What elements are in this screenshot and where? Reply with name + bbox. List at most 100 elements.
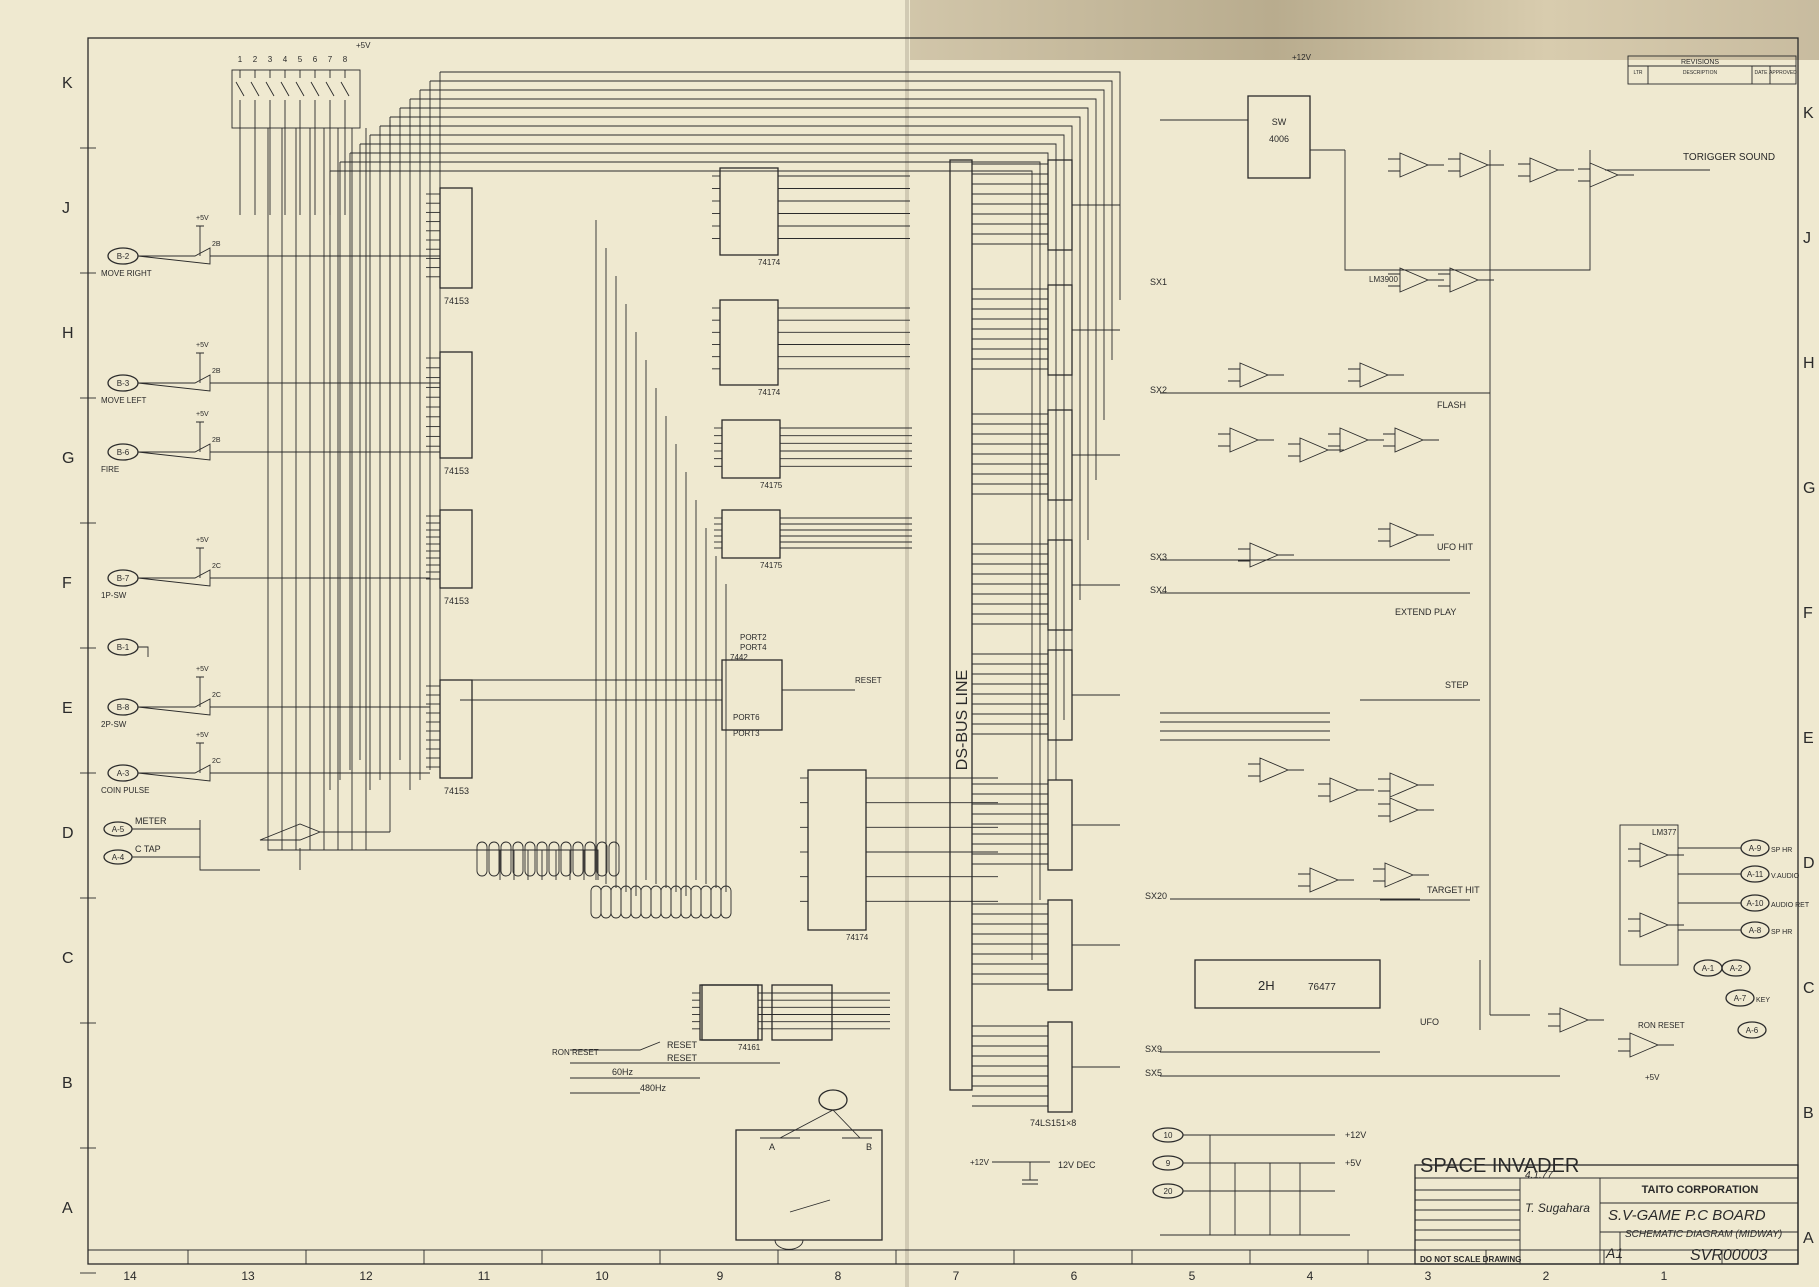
- output-connector-label: A-10: [1747, 899, 1764, 908]
- op-amp-symbol: [1618, 1032, 1674, 1058]
- supply-label: +5V: [196, 666, 209, 673]
- grid-ticks: [80, 147, 1723, 1274]
- chip-4006: 4006: [1269, 134, 1289, 144]
- op-amp-symbol: [1388, 152, 1444, 178]
- chip-74ls151: [972, 284, 1120, 376]
- ron-reset-right: RON RESET: [1638, 1021, 1685, 1030]
- output-a-9: A-9 SP HR: [1678, 839, 1792, 857]
- chip-74174: 74174: [712, 167, 910, 267]
- column-number: 8: [835, 1269, 842, 1283]
- chip-74153: 74153: [426, 187, 473, 306]
- gate-label: 2C: [212, 692, 221, 699]
- chip-part-number: 74153: [444, 596, 469, 606]
- op-amp-symbol: [1288, 437, 1344, 463]
- chip-74175: 74175: [714, 419, 912, 490]
- input-function-label: FIRE: [101, 465, 119, 474]
- switch-pin: 4: [283, 55, 288, 64]
- output-a-10: A-10 AUDIO RET: [1678, 894, 1810, 912]
- row-letter-left: C: [62, 950, 74, 967]
- label-port3: PORT3: [733, 729, 760, 738]
- rev-col-approved: APPROVED: [1769, 70, 1797, 76]
- sound-section: SW 4006 +12V TORIGGER SOUND SX1 LM3900 S…: [1145, 53, 1775, 1082]
- power-pin-label: +5V: [1345, 1158, 1361, 1168]
- switch-pin: 6: [313, 55, 318, 64]
- reset-label-2: RESET: [667, 1053, 698, 1063]
- row-letter-right: K: [1803, 105, 1814, 122]
- column-number: 1: [1661, 1269, 1668, 1283]
- input-function-label: 1P-SW: [101, 591, 127, 600]
- output-connector-label: A-7: [1734, 994, 1747, 1003]
- power-decoupling-mid: +12V 12V DEC: [970, 1158, 1096, 1185]
- op-amp-symbol: [1383, 427, 1439, 453]
- row-letter-right: E: [1803, 730, 1814, 747]
- op-amp-symbol: [1318, 777, 1374, 803]
- label-port4: PORT4: [740, 643, 767, 652]
- op-amp-symbol: [1348, 362, 1404, 388]
- power-pin-20: 20: [1152, 1183, 1335, 1199]
- supply-label: +5V: [196, 342, 209, 349]
- sx4-label: SX4: [1150, 585, 1167, 595]
- switch-pin: 1: [238, 55, 243, 64]
- input-function-label: COIN PULSE: [101, 786, 149, 795]
- row-letter-right: B: [1803, 1105, 1814, 1122]
- ds-bus-line: DS-BUS LINE: [949, 159, 973, 1091]
- row-letter-left: E: [62, 700, 73, 717]
- label-port6: PORT6: [733, 713, 760, 722]
- column-number: 2: [1543, 1269, 1550, 1283]
- column-number: 13: [241, 1269, 255, 1283]
- reset-clock-section: RON RESET RESET RESET 60Hz 480Hz A B: [552, 984, 883, 1250]
- output-function-label: SP HR: [1771, 847, 1792, 854]
- clock-60hz: 60Hz: [612, 1067, 634, 1077]
- conn-a-label: A: [769, 1142, 775, 1152]
- sx3-label: SX3: [1150, 552, 1167, 562]
- switch-pin: 2: [253, 55, 258, 64]
- output-connector-label: A-6: [1746, 1026, 1759, 1035]
- sx20-label: SX20: [1145, 891, 1167, 901]
- paper-stain: [910, 0, 1819, 60]
- chip-74ls151: [972, 539, 1120, 631]
- chip-74153: 74153: [426, 679, 473, 796]
- gate-label: 2B: [212, 368, 221, 375]
- title-name: SPACE INVADER: [1420, 1155, 1579, 1177]
- switch-supply: +5V: [356, 41, 371, 50]
- gate-label: 2B: [212, 437, 221, 444]
- row-letter-left: G: [62, 450, 74, 467]
- input-connector-label: B-2: [117, 252, 130, 261]
- column-number: 6: [1071, 1269, 1078, 1283]
- title-date: 4.1.77: [1525, 1170, 1553, 1181]
- conn-b-label: B: [866, 1142, 872, 1152]
- trigger-sound-label: TORIGGER SOUND: [1683, 152, 1775, 163]
- op-amp-symbol: [1388, 267, 1444, 293]
- title-size: A1: [1605, 1245, 1623, 1261]
- revisions-block: REVISIONS LTR DESCRIPTION DATE APPROVED: [1627, 55, 1797, 85]
- output-connector-label: A-1: [1702, 964, 1715, 973]
- paper-fold: [905, 0, 909, 1287]
- column-number: 11: [478, 1269, 491, 1283]
- meter-section: A-5 METER A-4 C TAP: [103, 120, 391, 871]
- title-block: SPACE INVADER TAITO CORPORATION S.V-GAME…: [1414, 1155, 1799, 1265]
- sound-supply: +12V: [1292, 53, 1312, 62]
- op-amp-symbol: [1228, 362, 1284, 388]
- row-letter-right: A: [1803, 1230, 1814, 1247]
- power-pin-10: 10+12V: [1152, 1127, 1366, 1143]
- mid-12v-dec: 12V DEC: [1058, 1160, 1096, 1170]
- input-connector-label: B-1: [117, 643, 130, 652]
- column-number: 3: [1425, 1269, 1432, 1283]
- op-amp-symbol: [1628, 842, 1684, 868]
- output-connector-label: A-9: [1749, 844, 1762, 853]
- chip-part-number: 74153: [444, 786, 469, 796]
- label-c442: 7442: [730, 653, 748, 662]
- column-number: 14: [123, 1269, 137, 1283]
- chip-74ls151: [972, 649, 1120, 741]
- output-function-label: AUDIO RET: [1771, 902, 1810, 909]
